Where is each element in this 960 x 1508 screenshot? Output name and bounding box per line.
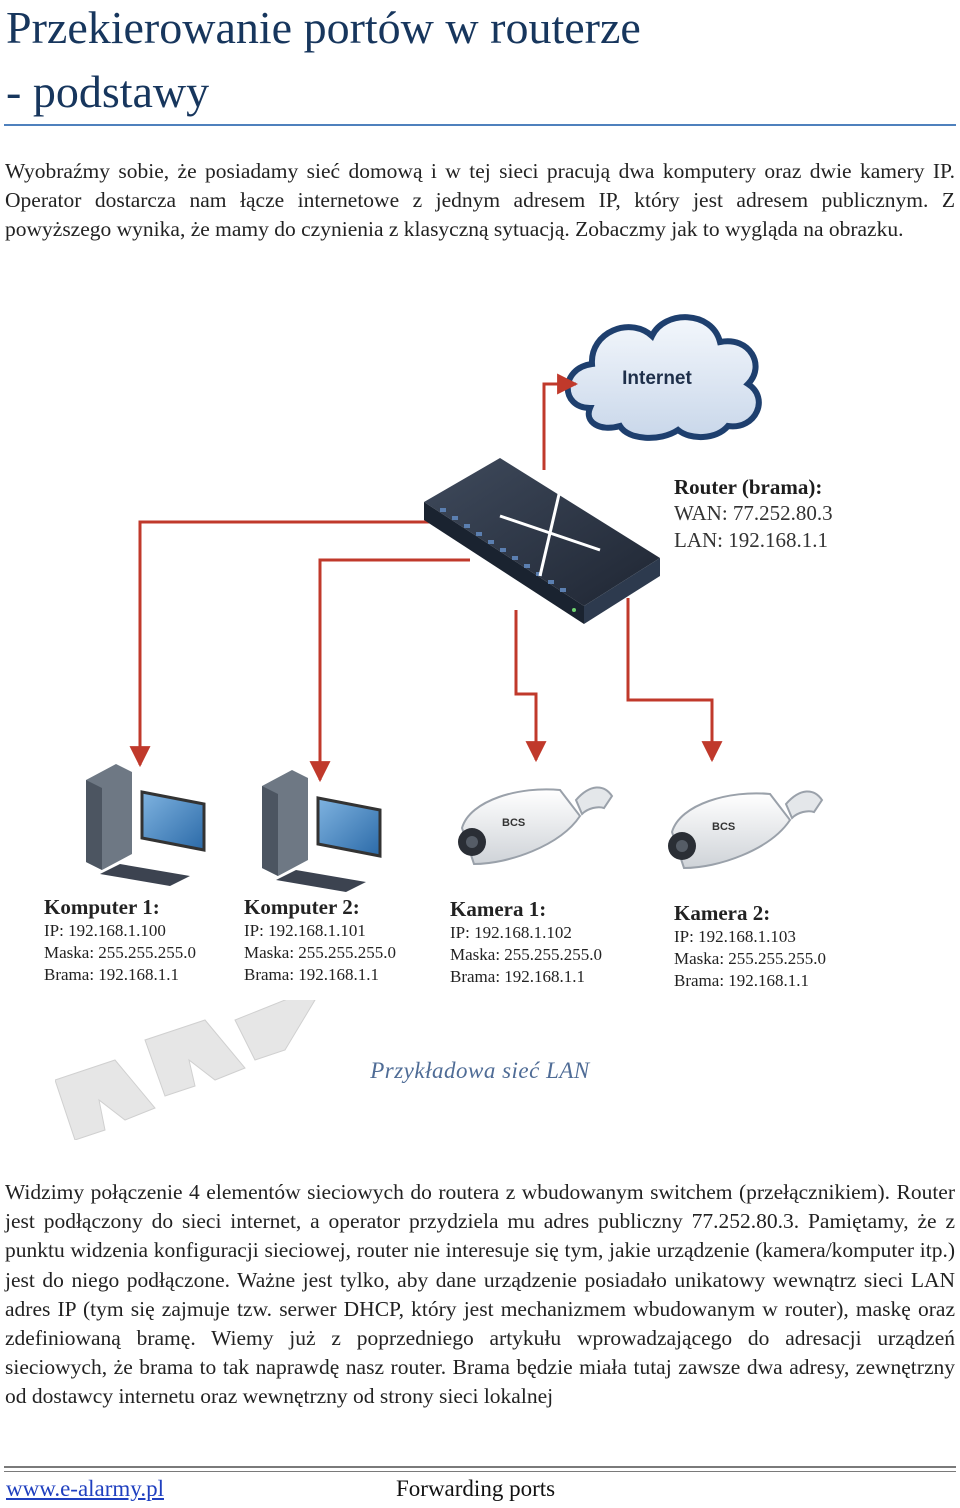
intro-paragraph: Wyobraźmy sobie, że posiadamy sieć domow…	[5, 159, 955, 242]
router-icon	[424, 458, 660, 624]
page-title-line-2: - podstawy	[6, 66, 210, 117]
footer-website-link[interactable]: www.e-alarmy.pl	[6, 1476, 164, 1501]
camera-1-brand: BCS	[502, 817, 525, 829]
device-gateway: Brama: 192.168.1.1	[450, 967, 585, 986]
link-router-camera-1	[514, 610, 547, 763]
router-wan: WAN: 77.252.80.3	[674, 501, 833, 525]
device-title: Kamera 1:	[450, 897, 546, 921]
device-title: Kamera 2:	[674, 901, 770, 925]
device-mask: Maska: 255.255.255.0	[44, 943, 196, 962]
page-title-line-1: Przekierowanie portów w routerze	[6, 2, 641, 53]
device-ip: IP: 192.168.1.102	[450, 923, 572, 942]
network-diagram: Internet	[44, 314, 833, 990]
link-router-camera-2	[626, 598, 723, 763]
device-label-computer-1: Komputer 1: IP: 192.168.1.100 Maska: 255…	[44, 895, 196, 984]
device-ip: IP: 192.168.1.101	[244, 921, 366, 940]
footer-document-title: Forwarding ports	[396, 1476, 556, 1501]
computer-1-icon	[86, 764, 206, 886]
footer-divider-thin	[4, 1471, 956, 1472]
camera-2-icon: BCS	[668, 790, 824, 870]
device-mask: Maska: 255.255.255.0	[244, 943, 396, 962]
computer-2-icon	[262, 770, 382, 892]
device-gateway: Brama: 192.168.1.1	[44, 965, 179, 984]
device-label-camera-2: Kamera 2: IP: 192.168.1.103 Maska: 255.2…	[674, 901, 826, 990]
link-router-computer-1	[129, 520, 430, 768]
figure-caption: Przykładowa sieć LAN	[370, 1058, 590, 1083]
page-title: Przekierowanie portów w routerze - podst…	[6, 0, 946, 124]
device-mask: Maska: 255.255.255.0	[674, 949, 826, 968]
link-router-internet	[542, 373, 579, 470]
camera-1-icon: BCS	[458, 786, 614, 866]
device-gateway: Brama: 192.168.1.1	[244, 965, 379, 984]
router-lan: LAN: 192.168.1.1	[674, 528, 828, 552]
camera-2-brand: BCS	[712, 821, 735, 833]
router-info: Router (brama): WAN: 77.252.80.3 LAN: 19…	[674, 475, 833, 552]
device-label-computer-2: Komputer 2: IP: 192.168.1.101 Maska: 255…	[244, 895, 396, 984]
device-title: Komputer 1:	[44, 895, 160, 919]
title-underline	[4, 124, 956, 126]
router-title: Router (brama):	[674, 475, 822, 499]
device-mask: Maska: 255.255.255.0	[450, 945, 602, 964]
footer-divider	[4, 1466, 956, 1468]
cloud-label: Internet	[622, 368, 692, 389]
device-title: Komputer 2:	[244, 895, 360, 919]
device-label-camera-1: Kamera 1: IP: 192.168.1.102 Maska: 255.2…	[450, 897, 602, 986]
network-links	[129, 373, 723, 783]
device-ip: IP: 192.168.1.100	[44, 921, 166, 940]
internet-cloud-icon: Internet	[564, 314, 762, 441]
body-paragraph: Widzimy połączenie 4 elementów sieciowyc…	[5, 1180, 955, 1409]
device-gateway: Brama: 192.168.1.1	[674, 971, 809, 990]
device-ip: IP: 192.168.1.103	[674, 927, 796, 946]
link-router-computer-2	[309, 558, 470, 783]
